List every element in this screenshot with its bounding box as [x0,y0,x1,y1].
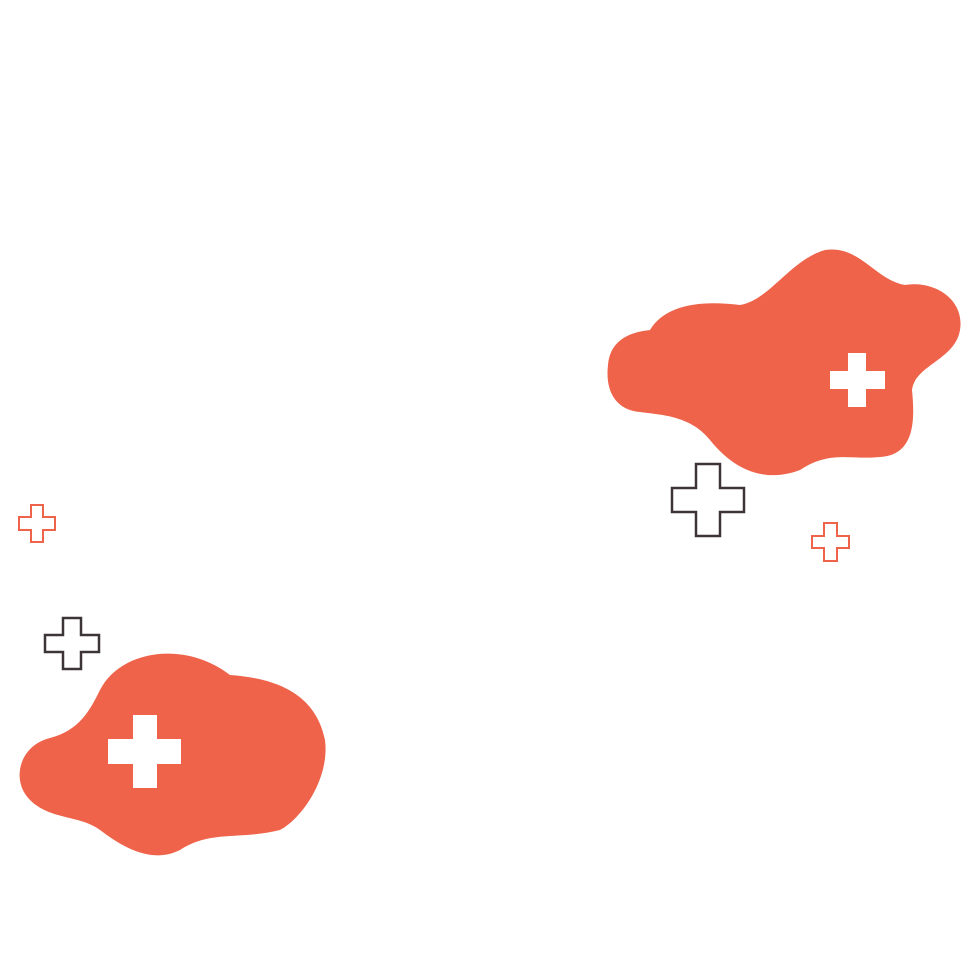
plus-icon-top-right [830,353,885,407]
plus-outline-icon-dark-large [670,462,746,538]
plus-icon-bottom-left [108,715,181,788]
plus-outline-icon-coral-left [18,504,56,543]
plus-outline-icon-coral-right [811,522,850,562]
plus-outline-icon-dark-small [43,616,101,671]
blob-shape-top-right [607,249,961,476]
